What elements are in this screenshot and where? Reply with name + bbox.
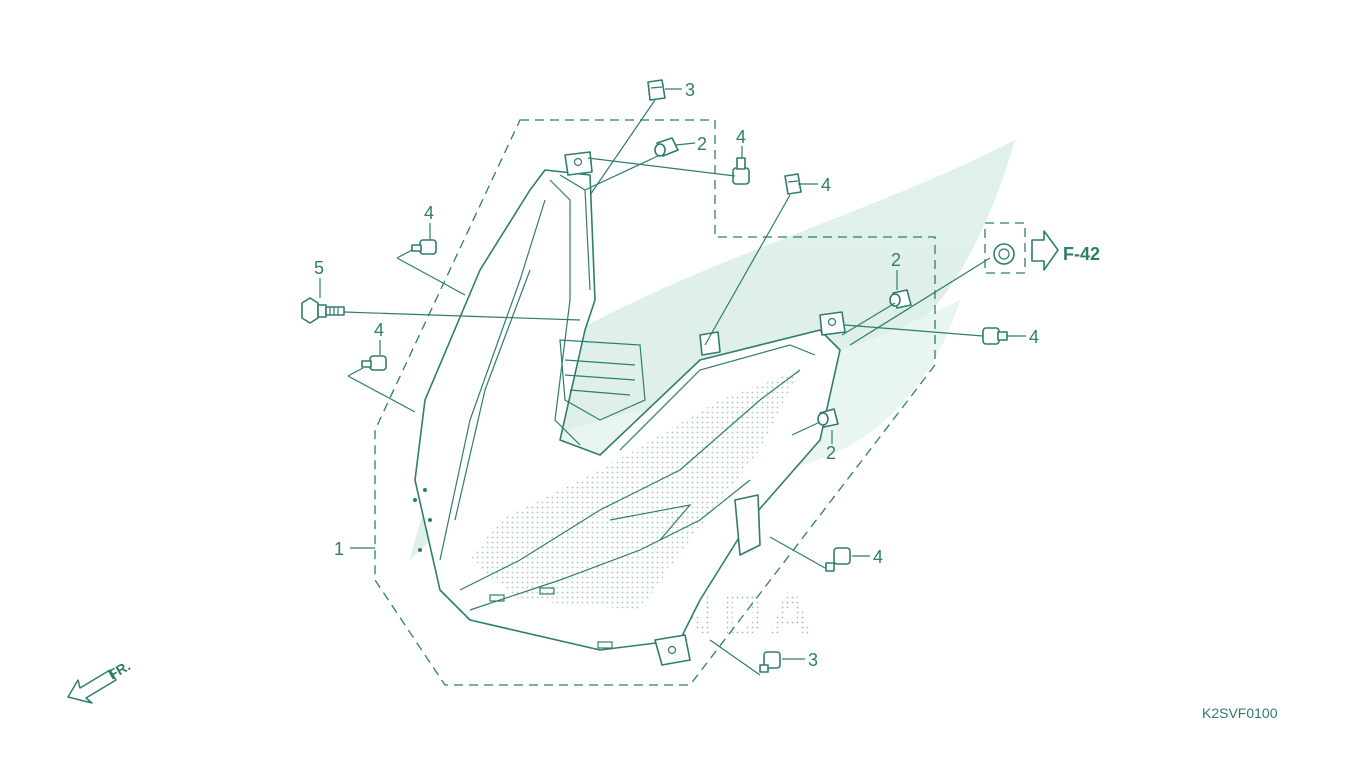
callout-2a: 2	[697, 134, 707, 154]
headlight-unit	[413, 151, 846, 666]
screw-f	[759, 651, 781, 673]
reference-arrow-icon	[1031, 230, 1059, 271]
screw-a	[732, 157, 750, 185]
screw-d	[982, 327, 1008, 345]
callout-3b: 4	[821, 175, 831, 195]
callout-5: 5	[314, 258, 324, 278]
grommet-b	[889, 289, 912, 309]
clip-nut-b	[784, 173, 802, 195]
callout-2b: 2	[891, 250, 901, 270]
callouts: 3 2 4 4 4 5 4 2 4 2 4 3 1	[314, 80, 1039, 670]
callout-2c: 2	[826, 443, 836, 463]
grommet-c	[817, 408, 839, 428]
assembly-boundary	[374, 119, 936, 686]
screw-c	[361, 355, 387, 371]
leader-lines	[319, 88, 1026, 676]
callout-4a: 4	[736, 127, 746, 147]
diagram-code: K2SVF0100	[1202, 705, 1278, 721]
callout-4c: 4	[374, 320, 384, 340]
callout-3a: 3	[685, 80, 695, 100]
clip-nut-a	[647, 79, 666, 101]
reference-part	[984, 222, 1059, 274]
front-arrow-icon	[67, 669, 117, 704]
reference-label: F-42	[1063, 244, 1100, 264]
callout-4e: 4	[873, 547, 883, 567]
front-indicator: FR.	[67, 657, 133, 704]
callout-4f: 3	[808, 650, 818, 670]
callout-4b: 4	[424, 203, 434, 223]
callout-4d: 4	[1029, 327, 1039, 347]
bolt	[301, 297, 345, 324]
grommet-a	[654, 137, 679, 157]
callout-1: 1	[334, 539, 344, 559]
screw-b	[411, 239, 437, 255]
screw-e	[825, 547, 851, 572]
